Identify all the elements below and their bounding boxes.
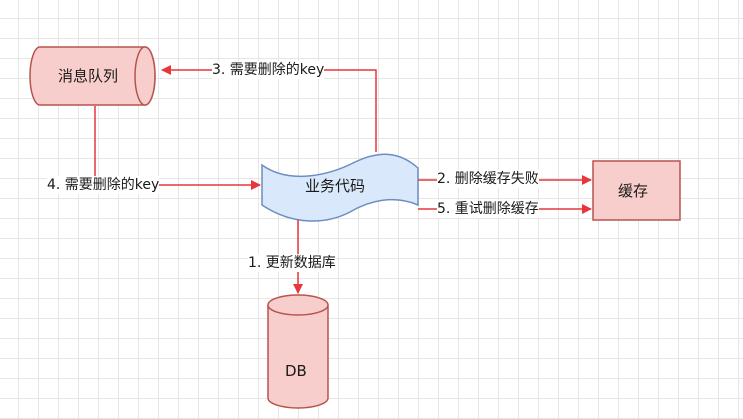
db-node[interactable]: [267, 294, 329, 409]
edge-step3: [161, 65, 377, 152]
cache-label: 缓存: [618, 182, 649, 200]
message-queue-node[interactable]: [29, 46, 156, 106]
edge-label-step4: 4. 需要删除的key: [47, 176, 160, 194]
business-code-node[interactable]: [261, 153, 419, 222]
business-code-label: 业务代码: [305, 177, 366, 195]
edge-label-step2: 2. 删除缓存失败: [437, 170, 539, 188]
edge-label-step3: 3. 需要删除的key: [212, 61, 325, 79]
db-label: DB: [285, 362, 307, 380]
edge-label-step1: 1. 更新数据库: [248, 254, 336, 272]
message-queue-label: 消息队列: [58, 67, 119, 85]
edge-label-step5: 5. 重试删除缓存: [437, 200, 539, 218]
edge-step4: [94, 106, 261, 190]
cache-node[interactable]: [592, 160, 681, 221]
